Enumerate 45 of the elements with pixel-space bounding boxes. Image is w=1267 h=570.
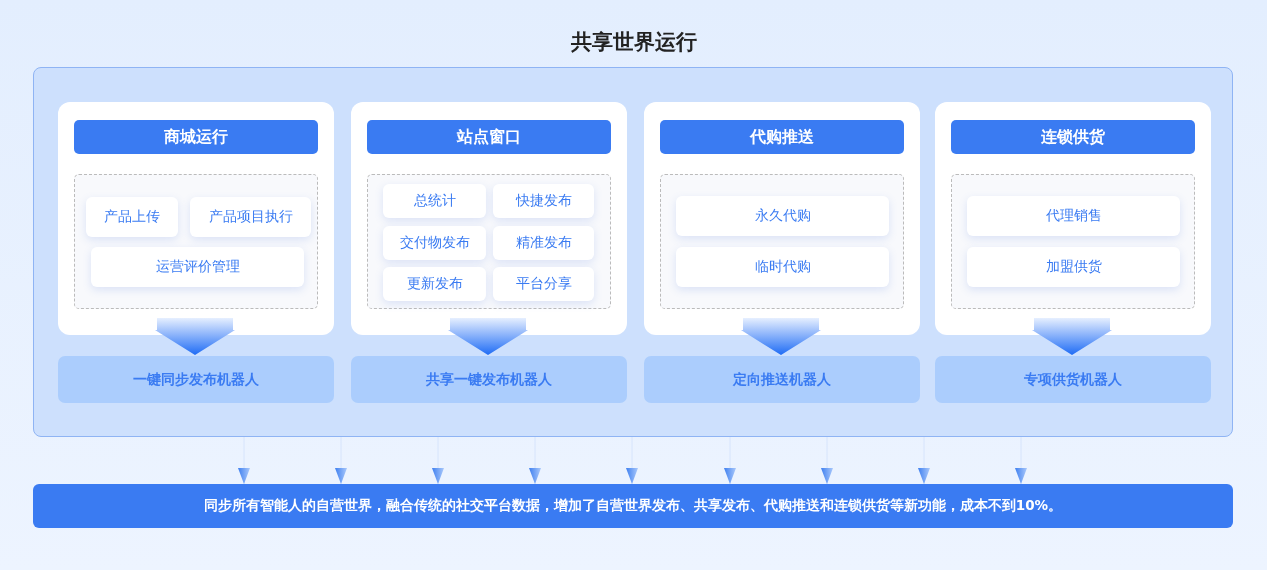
block-arrow bbox=[1032, 318, 1112, 355]
panel-background bbox=[33, 67, 1233, 437]
block-arrow bbox=[741, 318, 821, 355]
feature-tag: 临时代购 bbox=[676, 247, 889, 287]
dashed-group-box bbox=[660, 174, 904, 309]
card-header: 站点窗口 bbox=[367, 120, 611, 154]
dashed-group-box bbox=[367, 174, 611, 309]
feature-tag: 交付物发布 bbox=[383, 226, 486, 260]
robot-label-bar: 一键同步发布机器人 bbox=[58, 356, 334, 403]
block-arrow bbox=[448, 318, 528, 355]
feature-tag: 平台分享 bbox=[493, 267, 594, 301]
feature-tag: 精准发布 bbox=[493, 226, 594, 260]
feature-tag: 代理销售 bbox=[967, 196, 1180, 236]
feature-tag: 总统计 bbox=[383, 184, 486, 218]
feature-tag: 更新发布 bbox=[383, 267, 486, 301]
block-arrow bbox=[155, 318, 235, 355]
feature-tag: 快捷发布 bbox=[493, 184, 594, 218]
arrow bbox=[335, 436, 347, 485]
arrow bbox=[432, 436, 444, 485]
card-header: 连锁供货 bbox=[951, 120, 1195, 154]
card-header: 商城运行 bbox=[74, 120, 318, 154]
module-card bbox=[644, 102, 920, 335]
arrow bbox=[238, 436, 250, 485]
dashed-group-box bbox=[74, 174, 318, 309]
robot-label-bar: 定向推送机器人 bbox=[644, 356, 920, 403]
feature-tag: 产品项目执行 bbox=[190, 197, 311, 237]
module-card bbox=[935, 102, 1211, 335]
arrow bbox=[529, 436, 541, 485]
summary-banner: 同步所有智能人的自营世界，融合传统的社交平台数据，增加了自营世界发布、共享发布、代购推送和连锁供货等新功能，成本不到10%。 bbox=[33, 484, 1233, 528]
diagram-title: 共享世界运行 bbox=[569, 29, 698, 56]
card-header: 代购推送 bbox=[660, 120, 904, 154]
feature-tag: 永久代购 bbox=[676, 196, 889, 236]
arrow bbox=[821, 436, 833, 485]
robot-label-bar: 共享一键发布机器人 bbox=[351, 356, 627, 403]
feature-tag: 运营评价管理 bbox=[91, 247, 304, 287]
arrow bbox=[724, 436, 736, 485]
module-card bbox=[351, 102, 627, 335]
module-card bbox=[58, 102, 334, 335]
arrow bbox=[626, 436, 638, 485]
feature-tag: 产品上传 bbox=[86, 197, 178, 237]
dashed-group-box bbox=[951, 174, 1195, 309]
feature-tag: 加盟供货 bbox=[967, 247, 1180, 287]
arrow bbox=[1015, 436, 1027, 485]
arrow bbox=[918, 436, 930, 485]
robot-label-bar: 专项供货机器人 bbox=[935, 356, 1211, 403]
